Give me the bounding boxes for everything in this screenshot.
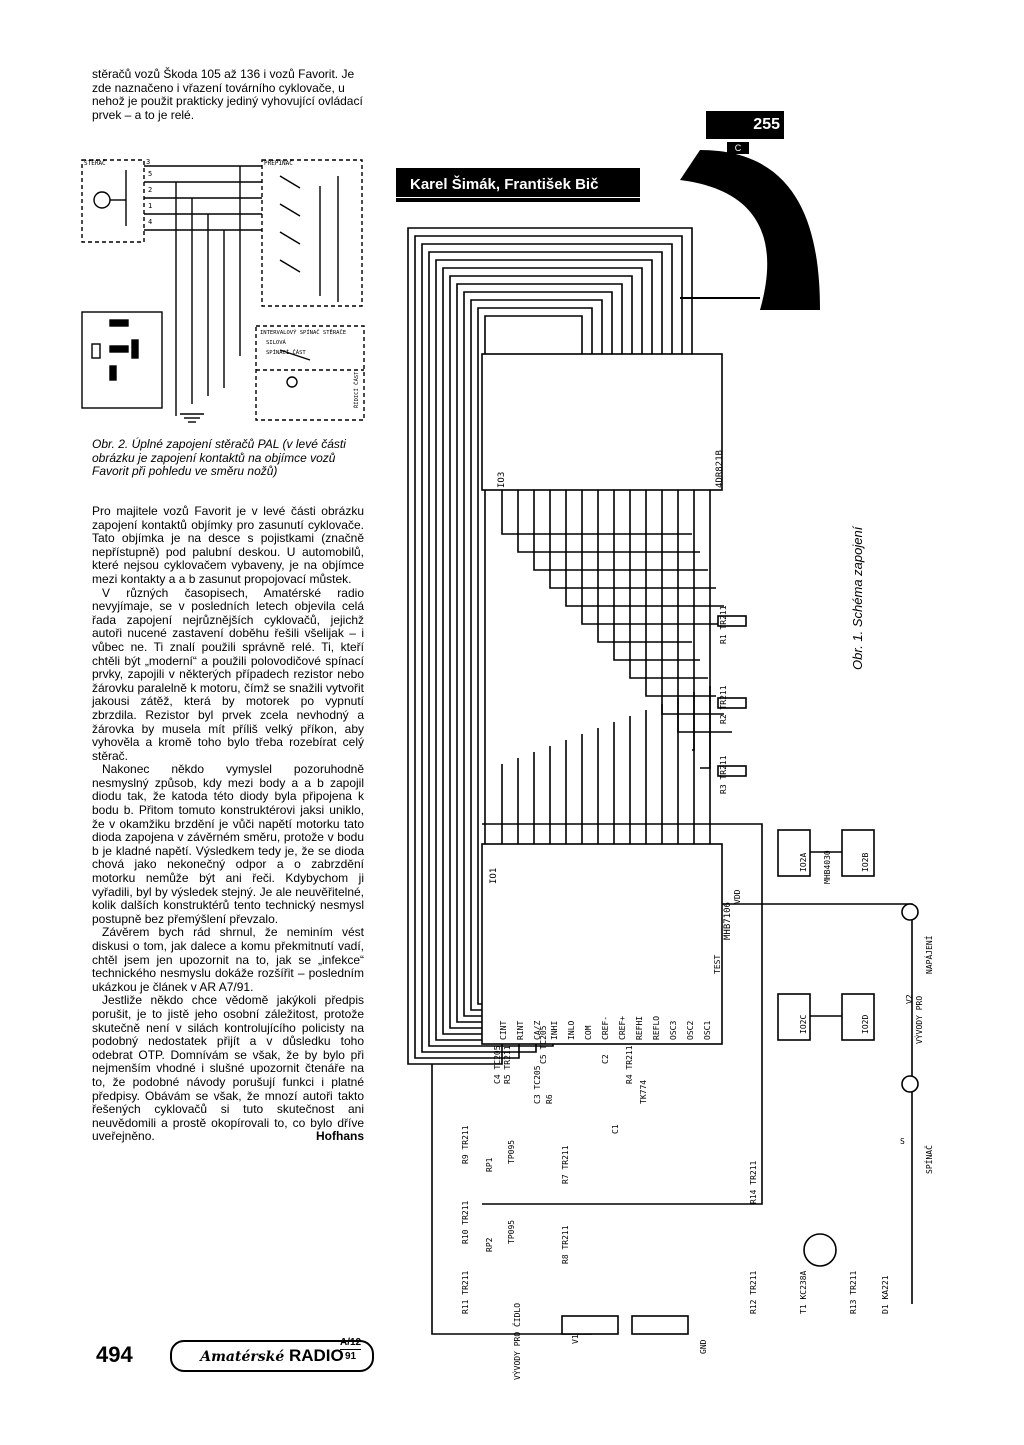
intro-paragraph: stěračů vozů Škoda 105 až 136 i vozů Fav… (92, 67, 363, 122)
cap-label: C3 TC205 (533, 1065, 542, 1104)
signature: Hofhans (316, 1129, 364, 1144)
magazine-logo: Amatérské RADIO (170, 1340, 374, 1372)
resistor-label: R8 TR211 (561, 1225, 570, 1264)
resistor-label: R7 TR211 (561, 1145, 570, 1184)
paragraph: V různých časopisech, Amatérské radio ne… (92, 585, 364, 763)
ic1-part: 4DR821B (715, 450, 725, 488)
label-vyvody-pro: VÝVODY PRO (913, 996, 924, 1044)
ic2-pin: CINT (499, 1021, 508, 1040)
transistor-label: T1 KC238A (799, 1270, 808, 1314)
ic2-pin: CA/Z (533, 1021, 542, 1040)
pot-label: RP2 (485, 1237, 494, 1252)
page-footer: 494 Amatérské RADIO A/12 91 (96, 1334, 416, 1374)
label-gnd: GND (699, 1339, 708, 1354)
label-vyvody-cidlo: VÝVODY PRO ČIDLO (511, 1303, 522, 1380)
resistor-label: R14 TR211 (749, 1160, 758, 1204)
ic2-pin: RINT (516, 1021, 525, 1040)
article-body: Pro majitele vozů Favorit je v levé část… (92, 504, 364, 1144)
figure-1-caption-wrap: Obr. 1. Schéma zapojení (842, 480, 882, 670)
ic2-pin: REFHI (635, 1016, 644, 1040)
resistor-label: R12 TR211 (749, 1270, 758, 1314)
cap-label: TK774 (639, 1080, 648, 1104)
ic2-pin: REFLO (652, 1016, 661, 1040)
label-silova: SILOVÁ (266, 339, 287, 346)
intro-text: stěračů vozů Škoda 105 až 136 i vozů Fav… (92, 67, 364, 122)
logic-label: IO2B (861, 853, 870, 872)
cap-label: C2 (601, 1054, 610, 1064)
thermistor-label: TP095 (507, 1220, 516, 1244)
ic2-pin: CREF+ (618, 1016, 627, 1040)
ic2-pin: INLO (567, 1021, 576, 1040)
ic2-part: MHB7106 (723, 902, 733, 940)
label-napajeni: NAPÁJENÍ (923, 935, 934, 974)
ic2-pin: OSC2 (686, 1021, 695, 1040)
figure-2-schematic: STĚRAČ PŘEPÍNAČ INTERVALOVÝ SPÍNAČ STĚRA… (81, 158, 365, 423)
cap-label: C4 TC205 (493, 1045, 502, 1084)
resistor-label: R5 TR211 (503, 1045, 512, 1084)
label-v2: V2 (905, 994, 914, 1004)
ic1-label: IO3 (497, 472, 507, 488)
pin-label: 1 (148, 202, 152, 210)
resistor-label: R2 TR211 (719, 685, 728, 724)
ic2-pin: COM (584, 1025, 593, 1040)
logic-label: IO2A (799, 853, 808, 872)
issue-top: A/12 (340, 1337, 362, 1348)
label-ridici: ŘÍDICÍ ČÁST (352, 371, 360, 408)
paragraph: Jestliže někdo chce vědomě jakýkoli před… (92, 994, 364, 1144)
resistor-label: R11 TR211 (461, 1270, 470, 1314)
logo-script: Amatérské (200, 1349, 285, 1365)
ic2-pin: CREF- (601, 1016, 610, 1040)
paragraph: Pro majitele vozů Favorit je v levé část… (92, 504, 364, 586)
ic2-label: IO1 (489, 868, 499, 884)
pin-label: 5 (148, 170, 152, 178)
resistor-label: R4 TR211 (625, 1045, 634, 1084)
authors-header: Karel Šimák, František Bič (396, 168, 640, 202)
label-vdd: VDD (733, 889, 742, 904)
figure-1-caption: Obr. 1. Schéma zapojení (850, 526, 865, 670)
label-spinac: SPÍNAČ (923, 1145, 934, 1174)
issue-number: A/12 91 (340, 1336, 362, 1363)
cap-label: C5 TC205 (539, 1025, 548, 1064)
paragraph-text: Jestliže někdo chce vědomě jakýkoli před… (92, 993, 364, 1144)
page-number: 494 (96, 1342, 133, 1367)
pin-label: 4 (148, 218, 152, 226)
label-prepinac: PŘEPÍNAČ (264, 159, 293, 167)
pot-label: RP1 (485, 1157, 494, 1172)
resistor-label: R10 TR211 (461, 1200, 470, 1244)
resistor-label: R1 TR211 (719, 605, 728, 644)
counter-display: 255 (706, 111, 784, 139)
figure-1-schematic: IO3 4DR821B IO1 MHB7106 CINT RINT CA/Z I… (407, 227, 934, 1380)
label-sterac: STĚRAČ (84, 159, 106, 167)
issue-bottom: 91 (340, 1349, 362, 1363)
label-spinaci: SPÍNACÍ ČÁST (266, 348, 306, 356)
logic-label: IO2D (861, 1015, 870, 1034)
paragraph: Nakonec někdo vymyslel pozoruhodně nesmy… (92, 762, 364, 926)
ic2-pin: INHI (550, 1021, 559, 1040)
resistor-label: R3 TR211 (719, 755, 728, 794)
logo-name: RADIO (288, 1346, 344, 1365)
ic2-pin: OSC3 (669, 1021, 678, 1040)
resistor-label: R9 TR211 (461, 1125, 470, 1164)
paragraph: Závěrem bych rád shrnul, že neminím vést… (92, 925, 364, 994)
label-s: S (900, 1137, 905, 1146)
logic-label: MHB4030 (823, 850, 832, 884)
diode-label: D1 KA221 (881, 1275, 890, 1314)
label-interval: INTERVALOVÝ SPÍNAČ STĚRAČE (260, 328, 346, 336)
resistor-label: R13 TR211 (849, 1270, 858, 1314)
thermistor-label: TP095 (507, 1140, 516, 1164)
pin-label: 2 (148, 186, 152, 194)
logic-label: IO2C (799, 1015, 808, 1034)
photo-fragment (680, 150, 820, 310)
ic2-pin: OSC1 (703, 1021, 712, 1040)
cap-label: C1 (611, 1124, 620, 1134)
ic2-pin: TEST (713, 955, 722, 974)
figure-2-caption: Obr. 2. Úplné zapojení stěračů PAL (v le… (92, 437, 346, 479)
counter-small: C (727, 142, 749, 154)
resistor-label: R6 (545, 1094, 554, 1104)
label-v1: V1 (571, 1334, 580, 1344)
pin-label: 3 (146, 158, 150, 166)
